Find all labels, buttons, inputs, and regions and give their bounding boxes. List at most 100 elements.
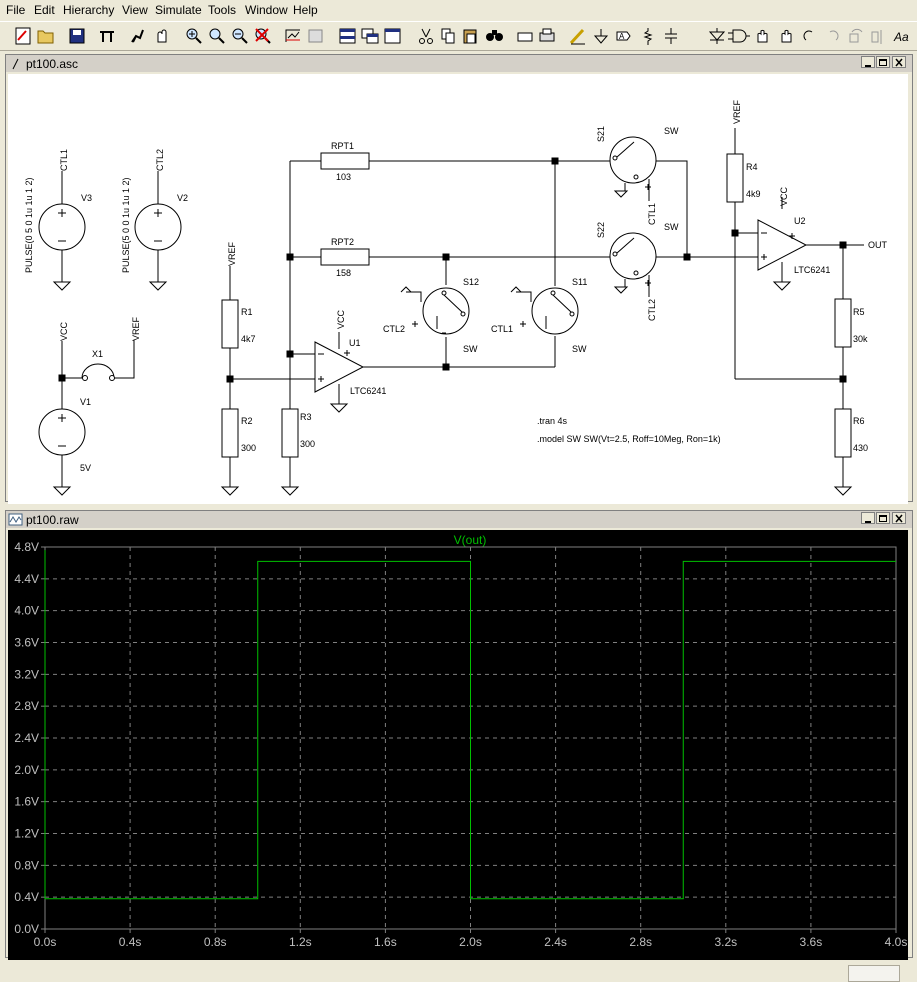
s21-ctl-label: CTL1 xyxy=(647,203,657,225)
print-icon[interactable] xyxy=(539,28,555,42)
switch-s11[interactable] xyxy=(446,161,579,368)
cut-icon[interactable] xyxy=(419,28,433,44)
print-setup-icon[interactable] xyxy=(517,32,533,42)
waveform-close-button[interactable] xyxy=(892,512,906,524)
waveform-window-titlebar[interactable]: pt100.raw xyxy=(6,511,912,528)
zoom-out-icon[interactable] xyxy=(232,28,248,44)
rotate-icon[interactable] xyxy=(849,28,863,43)
maximize-button[interactable] xyxy=(876,56,890,68)
rpt2-value: 158 xyxy=(336,268,351,278)
open-icon[interactable] xyxy=(37,30,54,44)
r1-label: R1 xyxy=(241,307,253,317)
switch-s12[interactable] xyxy=(400,257,470,367)
text-icon[interactable]: Aa xyxy=(893,30,909,44)
u1-vcc-label: VCC xyxy=(336,309,346,329)
schematic-canvas[interactable]: PULSE(0 5 0 1u 1u 1 2) PULSE(5 0 0 1u 1u… xyxy=(8,74,908,504)
model-directive[interactable]: .model SW SW(Vt=2.5, Roff=10Meg, Ron=1k) xyxy=(537,434,721,444)
source-v1[interactable] xyxy=(38,341,86,496)
switch-s22[interactable] xyxy=(609,232,754,297)
capacitor-icon[interactable] xyxy=(665,28,677,44)
x-tick-label: 0.4s xyxy=(119,935,142,949)
r3-label: R3 xyxy=(300,412,312,422)
minimize-button[interactable] xyxy=(861,56,875,68)
waveform-minimize-button[interactable] xyxy=(861,512,875,524)
menu-file[interactable]: File xyxy=(6,3,26,17)
source-v3[interactable] xyxy=(38,171,86,291)
waveform-chart[interactable]: V(out) 0.0V0.4V0.8V1.2V1.6V2.0V2.4V2.8V3… xyxy=(8,530,908,960)
drag-icon[interactable] xyxy=(781,29,792,43)
halt-icon[interactable] xyxy=(157,29,167,43)
y-tick-label: 2.8V xyxy=(14,699,39,713)
resistor-rpt1[interactable] xyxy=(290,152,688,257)
waveform-window-title: pt100.raw xyxy=(26,513,79,527)
close-button[interactable] xyxy=(892,56,906,68)
resistor-icon[interactable] xyxy=(643,28,653,45)
schematic-window-titlebar[interactable]: pt100.asc xyxy=(6,55,912,72)
copy-icon[interactable] xyxy=(441,28,455,44)
x1-label: X1 xyxy=(92,349,103,359)
resistor-r4[interactable] xyxy=(726,128,744,379)
cascade-icon[interactable] xyxy=(361,28,379,44)
draw-wire-icon[interactable] xyxy=(569,28,585,45)
save-icon[interactable] xyxy=(69,28,85,44)
menu-edit[interactable]: Edit xyxy=(34,3,55,17)
new-schematic-icon[interactable] xyxy=(15,27,31,45)
waveform-maximize-button[interactable] xyxy=(876,512,890,524)
redo-icon[interactable] xyxy=(829,30,839,41)
u2-part: LTC6241 xyxy=(794,265,830,275)
resistor-rpt2[interactable] xyxy=(290,248,611,266)
resistor-r3[interactable] xyxy=(280,354,300,496)
diode-icon[interactable] xyxy=(708,28,726,44)
source-v2[interactable] xyxy=(134,171,182,291)
switch-s21[interactable] xyxy=(609,136,657,201)
menu-view[interactable]: View xyxy=(122,3,148,17)
resistor-r2[interactable] xyxy=(220,379,240,496)
jumper-x1[interactable] xyxy=(58,340,135,382)
resistor-r6[interactable] xyxy=(833,408,853,496)
menu-help[interactable]: Help xyxy=(293,3,318,17)
x-tick-label: 3.2s xyxy=(714,935,737,949)
chart-title: V(out) xyxy=(454,533,487,547)
control-panel-icon[interactable] xyxy=(100,31,114,42)
s11-ctl-label: CTL1 xyxy=(491,324,513,334)
menu-tools[interactable]: Tools xyxy=(208,3,237,17)
undo-icon[interactable] xyxy=(803,30,813,41)
tile-horizontal-icon[interactable] xyxy=(339,28,356,44)
resistor-r1[interactable] xyxy=(221,266,239,379)
status-bar xyxy=(0,962,917,982)
tile-vertical-icon[interactable] xyxy=(384,28,401,44)
y-tick-label: 0.0V xyxy=(14,922,39,936)
ground-icon[interactable] xyxy=(593,29,609,44)
s22-ctl-label: CTL2 xyxy=(647,299,657,321)
zoom-cancel-icon[interactable] xyxy=(255,28,271,44)
label-net-icon[interactable]: A xyxy=(616,31,631,41)
resistor-r5[interactable] xyxy=(834,245,852,410)
run-icon[interactable] xyxy=(131,29,144,43)
s12-label: S12 xyxy=(463,277,479,287)
zoom-pan-icon[interactable] xyxy=(209,28,225,44)
y-tick-label: 4.4V xyxy=(14,572,39,586)
schematic-drawing: PULSE(0 5 0 1u 1u 1 2) PULSE(5 0 0 1u 1u… xyxy=(24,99,888,496)
move-icon[interactable] xyxy=(757,29,768,43)
schematic-window-title: pt100.asc xyxy=(26,57,79,71)
find-icon[interactable] xyxy=(486,30,503,41)
waveform-doc-icon xyxy=(8,513,23,526)
opamp-u1[interactable] xyxy=(314,332,446,413)
v2-pulse-label: PULSE(5 0 0 1u 1u 1 2) xyxy=(121,177,131,273)
component-icon[interactable] xyxy=(728,29,750,43)
opamp-u2[interactable] xyxy=(735,197,864,291)
mirror-icon[interactable] xyxy=(871,30,882,44)
zoom-in-icon[interactable] xyxy=(186,28,202,44)
menu-hierarchy[interactable]: Hierarchy xyxy=(63,3,115,17)
menu-simulate[interactable]: Simulate xyxy=(155,3,202,17)
menu-bar: File Edit Hierarchy View Simulate Tools … xyxy=(0,0,917,20)
autorange-icon[interactable] xyxy=(285,29,300,42)
menu-window[interactable]: Window xyxy=(245,3,288,17)
s11-label: S11 xyxy=(572,277,587,287)
fft-icon[interactable] xyxy=(308,29,323,43)
paste-icon[interactable] xyxy=(463,29,477,44)
y-tick-label: 3.2V xyxy=(14,667,39,681)
tran-directive[interactable]: .tran 4s xyxy=(537,416,568,426)
x-tick-label: 2.0s xyxy=(459,935,482,949)
